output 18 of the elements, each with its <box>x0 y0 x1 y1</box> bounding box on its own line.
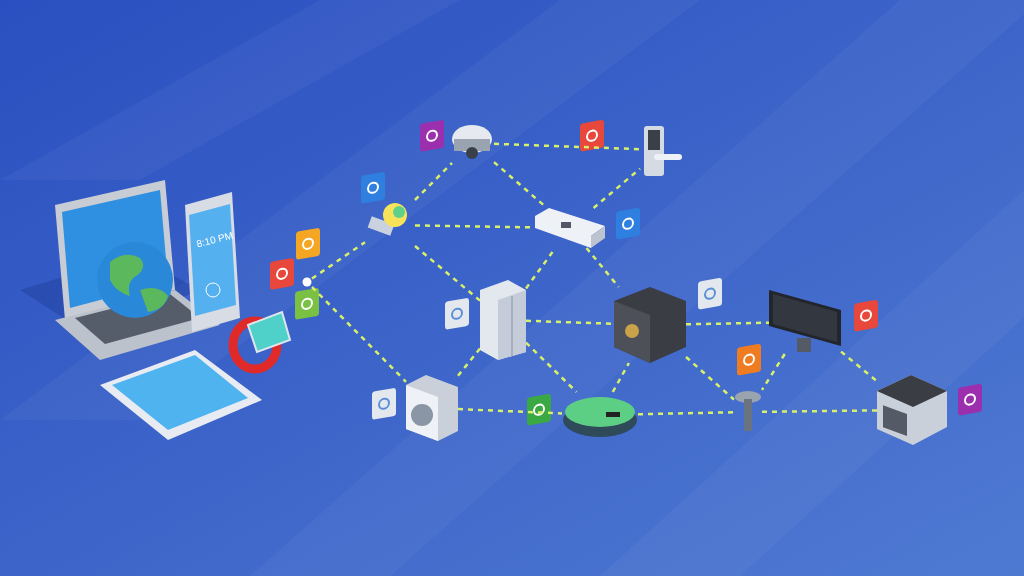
dashed-connector <box>414 162 453 201</box>
dashed-connector <box>493 142 641 151</box>
dashed-connector <box>457 347 481 377</box>
dashed-connector <box>457 407 563 415</box>
dashed-connector <box>311 286 407 383</box>
dashed-connector <box>311 241 366 280</box>
dashed-connector <box>685 356 735 401</box>
dashed-connector <box>840 350 878 383</box>
dashed-connector <box>760 353 786 391</box>
dashed-connector <box>592 167 641 209</box>
dashed-connector <box>685 321 770 326</box>
clock-time-text: 8:10 PM <box>195 229 235 250</box>
dashed-connector <box>762 409 877 414</box>
dashed-connector <box>414 245 481 302</box>
dashed-connector <box>585 247 620 288</box>
dashed-connector <box>525 341 578 393</box>
dashed-connector <box>637 411 735 416</box>
dashed-connector <box>611 362 630 393</box>
